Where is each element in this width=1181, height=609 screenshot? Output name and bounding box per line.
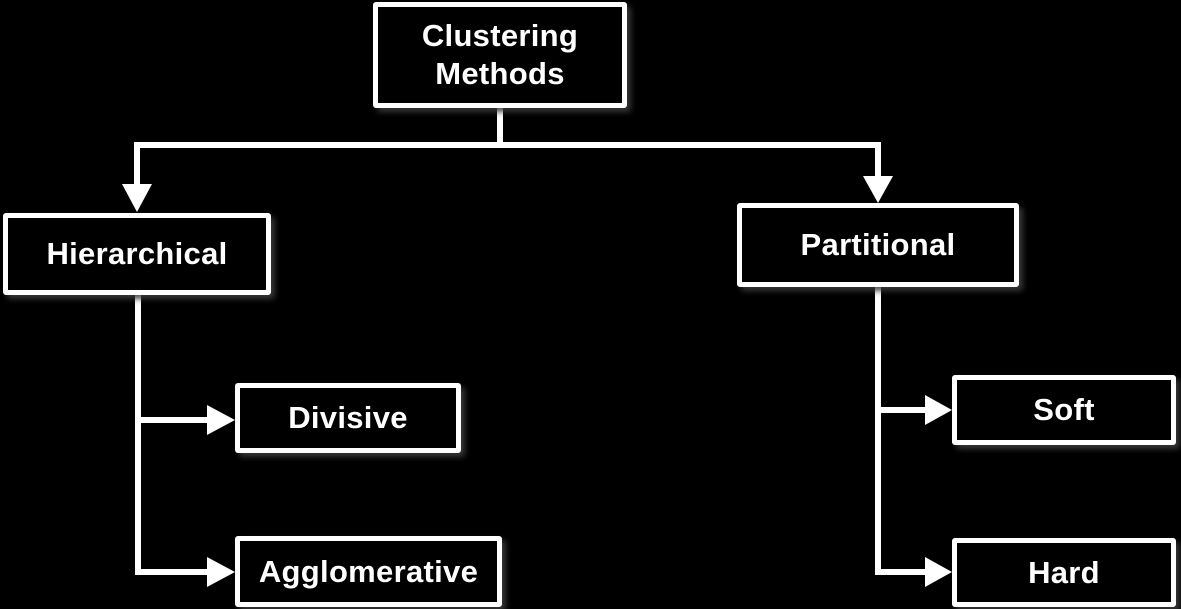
node-label: Partitional <box>800 227 956 263</box>
node-label: Hierarchical <box>46 236 228 272</box>
node-divisive: Divisive <box>235 383 461 453</box>
node-hard: Hard <box>952 538 1176 607</box>
arrowhead-divisive <box>207 405 235 435</box>
node-label-line: Clustering <box>421 18 579 54</box>
node-clustering-methods: Clustering Methods <box>373 2 627 108</box>
arrowhead-soft <box>925 395 952 425</box>
arrowhead-partitional <box>863 176 893 203</box>
arrowhead-hard <box>925 557 952 587</box>
node-partitional: Partitional <box>737 203 1019 287</box>
node-soft: Soft <box>952 375 1176 445</box>
node-agglomerative: Agglomerative <box>235 536 502 607</box>
arrowhead-hierarchical <box>122 184 152 212</box>
node-hierarchical: Hierarchical <box>3 213 271 295</box>
arrowhead-agglomerative <box>207 557 235 587</box>
node-label: Agglomerative <box>258 553 479 589</box>
node-label: Divisive <box>288 400 408 436</box>
node-label: Hard <box>1028 554 1100 590</box>
node-label-line: Methods <box>435 56 565 91</box>
node-label: Soft <box>1033 392 1095 428</box>
